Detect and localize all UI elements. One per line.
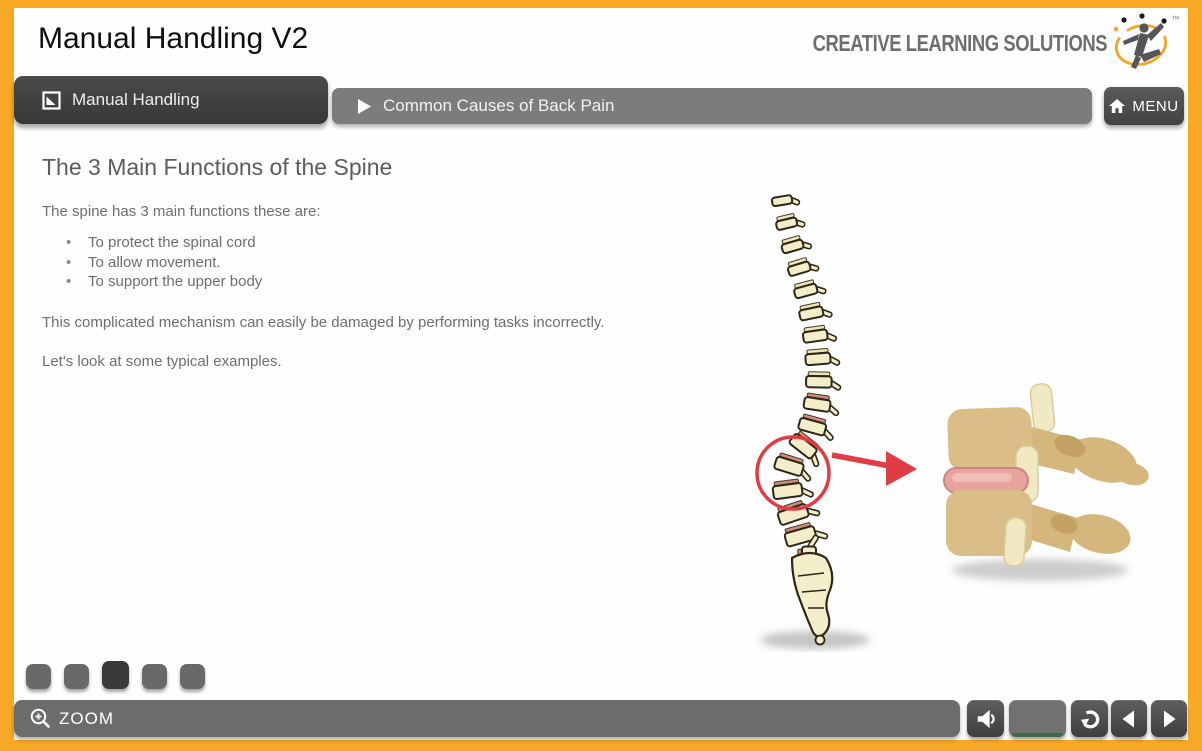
next-button[interactable] bbox=[1151, 700, 1187, 737]
examples-paragraph: Let's look at some typical examples. bbox=[42, 352, 282, 370]
page-indicators bbox=[26, 658, 205, 689]
previous-icon bbox=[1122, 710, 1134, 727]
volume-slider[interactable] bbox=[1009, 700, 1066, 737]
play-icon bbox=[358, 98, 371, 114]
brand-logo: CREATIVE LEARNING SOLUTIONS ™ bbox=[739, 10, 1180, 76]
course-tab[interactable]: Manual Handling bbox=[14, 76, 328, 124]
page-indicator-3[interactable] bbox=[102, 661, 129, 689]
detail-shadow bbox=[952, 559, 1128, 581]
previous-button[interactable] bbox=[1111, 700, 1147, 737]
brand-name: CREATIVE LEARNING SOLUTIONS bbox=[812, 29, 1107, 56]
brand-figure-icon bbox=[1113, 13, 1168, 69]
menu-button-label: MENU bbox=[1132, 97, 1179, 115]
page-indicator-4[interactable] bbox=[142, 664, 167, 689]
audio-button[interactable] bbox=[967, 700, 1004, 737]
list-item: To support the upper body bbox=[66, 272, 722, 292]
list-item: To allow movement. bbox=[66, 253, 722, 273]
vertebrae-detail bbox=[943, 383, 1149, 567]
replay-button[interactable] bbox=[1071, 700, 1108, 737]
home-icon bbox=[1109, 98, 1126, 113]
menu-button[interactable]: MENU bbox=[1104, 87, 1184, 125]
content-heading: The 3 Main Functions of the Spine bbox=[42, 154, 393, 180]
page-title: Manual Handling V2 bbox=[38, 22, 309, 55]
list-item: To protect the spinal cord bbox=[66, 233, 722, 253]
lesson-title: Common Causes of Back Pain bbox=[383, 96, 615, 115]
vertebral-column bbox=[770, 194, 842, 579]
trademark-symbol: ™ bbox=[1171, 14, 1180, 24]
course-tab-label: Manual Handling bbox=[72, 90, 200, 109]
functions-list: To protect the spinal cord To allow move… bbox=[66, 233, 722, 292]
intro-paragraph: The spine has 3 main functions these are… bbox=[42, 203, 321, 220]
zoom-button-label: ZOOM bbox=[59, 708, 114, 728]
callout-arrow bbox=[831, 451, 917, 486]
spine-illustration bbox=[755, 194, 1149, 649]
next-icon bbox=[1164, 710, 1176, 727]
volume-level bbox=[1012, 733, 1063, 737]
damage-paragraph: This complicated mechanism can easily be… bbox=[42, 313, 605, 331]
speaker-icon bbox=[977, 709, 995, 728]
page-indicator-5[interactable] bbox=[180, 664, 205, 689]
lesson-title-bar: Common Causes of Back Pain bbox=[332, 88, 1092, 124]
highlight-circle bbox=[755, 435, 831, 511]
content-canvas: Manual Handling V2 CREATIVE LEARNING SOL… bbox=[14, 8, 1188, 740]
page-indicator-2[interactable] bbox=[64, 664, 89, 689]
replay-icon bbox=[1080, 709, 1099, 728]
lesson-content: The 3 Main Functions of the Spine The sp… bbox=[42, 154, 722, 370]
sacrum bbox=[790, 551, 834, 646]
zoom-button[interactable]: ZOOM bbox=[14, 700, 960, 737]
magnifier-plus-icon bbox=[30, 708, 50, 728]
slide-icon bbox=[42, 90, 61, 110]
page-indicator-1[interactable] bbox=[26, 664, 51, 689]
